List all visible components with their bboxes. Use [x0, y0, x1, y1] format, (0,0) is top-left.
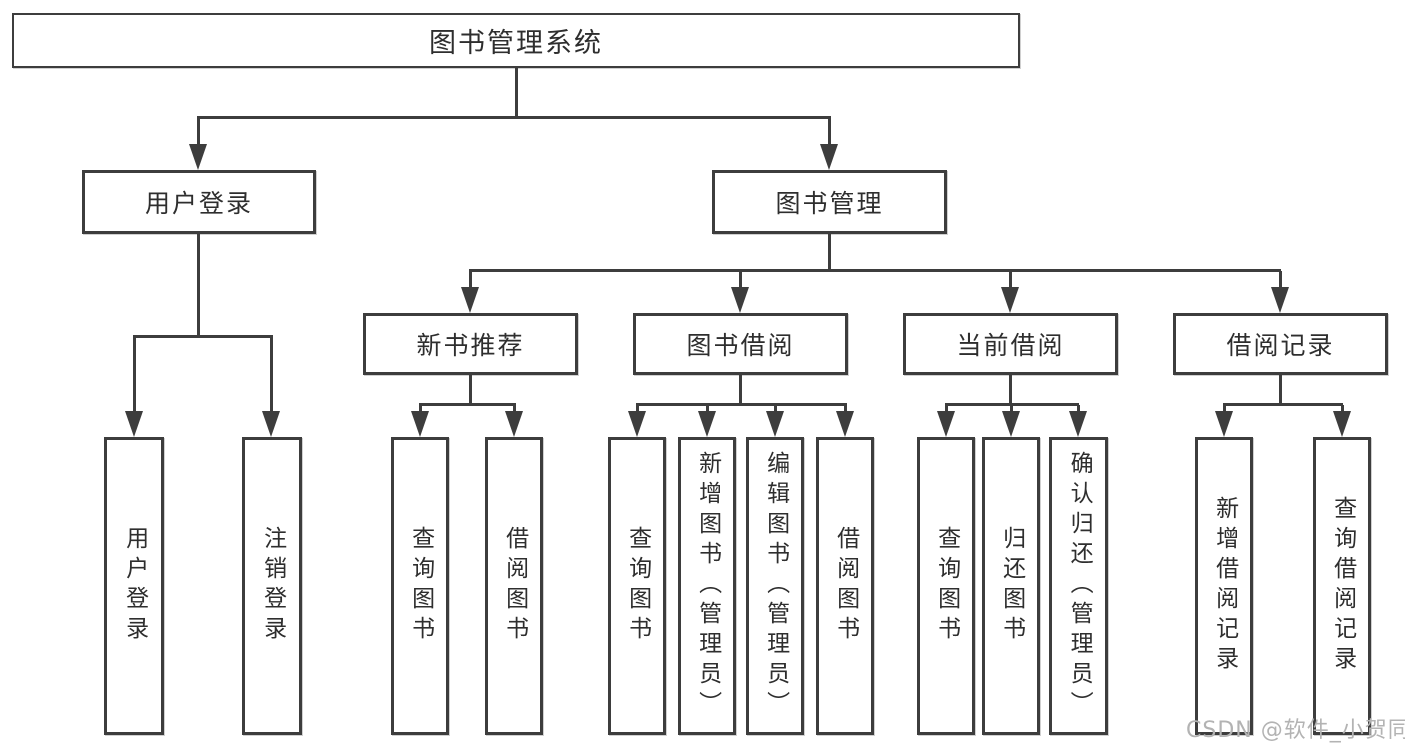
arrow-down-icon	[1215, 411, 1233, 437]
connector-current-hbar	[945, 403, 1079, 406]
arrow-down-icon	[125, 411, 143, 437]
connector-newbook-hbar	[419, 403, 516, 406]
node-book-management: 图书管理	[712, 170, 947, 234]
connector-borrow-drop	[774, 405, 777, 415]
arrow-down-icon	[1002, 411, 1020, 437]
connector-newbook-trunk	[469, 374, 472, 406]
connector-borrow-drop	[706, 405, 709, 415]
connector-login-trunk	[197, 233, 200, 337]
arrow-down-icon	[1069, 411, 1087, 437]
connector-mgmt-trunk	[828, 233, 831, 271]
arrow-down-icon	[262, 411, 280, 437]
leaf-user-login: 用户登录	[104, 437, 164, 735]
leaf-newbook-borrow: 借阅图书	[485, 437, 543, 735]
connector-records-hbar	[1223, 403, 1343, 406]
connector-mgmt-drop	[1009, 271, 1012, 289]
leaf-borrow-add-book: 新增图书（管理员）	[678, 437, 736, 735]
leaf-current-confirm-return-label: 确认归还（管理员）	[1066, 451, 1093, 721]
node-new-book-recommend-label: 新书推荐	[416, 331, 525, 360]
leaf-newbook-query: 查询图书	[391, 437, 449, 735]
leaf-newbook-query-label: 查询图书	[407, 526, 434, 646]
node-user-login-label: 用户登录	[144, 189, 253, 218]
leaf-logout: 注销登录	[242, 437, 302, 735]
leaf-borrow-query: 查询图书	[608, 437, 666, 735]
arrow-down-icon	[731, 287, 749, 313]
connector-root-hbar	[197, 116, 831, 119]
connector-login-hbar	[133, 335, 273, 338]
arrow-down-icon	[766, 411, 784, 437]
connector-root-right-drop	[828, 118, 831, 148]
arrow-down-icon	[1271, 287, 1289, 313]
connector-mgmt-drop	[739, 271, 742, 289]
leaf-current-query: 查询图书	[917, 437, 975, 735]
arrow-down-icon	[505, 411, 523, 437]
connector-mgmt-drop	[1279, 271, 1282, 289]
leaf-borrow-add-book-label: 新增图书（管理员）	[694, 451, 721, 721]
leaf-borrow-query-label: 查询图书	[624, 526, 651, 646]
leaf-user-login-label: 用户登录	[121, 526, 148, 646]
connector-borrow-drop	[844, 405, 847, 415]
node-borrow-records: 借阅记录	[1173, 313, 1388, 375]
node-root-label: 图书管理系统	[429, 28, 603, 59]
node-book-borrow-label: 图书借阅	[686, 331, 795, 360]
leaf-record-query: 查询借阅记录	[1313, 437, 1371, 735]
connector-current-drop	[1010, 405, 1013, 415]
leaf-newbook-borrow-label: 借阅图书	[501, 526, 528, 646]
leaf-current-confirm-return: 确认归还（管理员）	[1049, 437, 1108, 735]
leaf-record-add: 新增借阅记录	[1195, 437, 1253, 735]
arrow-down-icon	[461, 287, 479, 313]
leaf-current-query-label: 查询图书	[933, 526, 960, 646]
leaf-borrow-book: 借阅图书	[816, 437, 874, 735]
arrow-down-icon	[937, 411, 955, 437]
leaf-borrow-edit-book-label: 编辑图书（管理员）	[762, 451, 789, 721]
connector-borrow-hbar	[636, 403, 847, 406]
connector-current-trunk	[1009, 374, 1012, 406]
node-root: 图书管理系统	[12, 13, 1020, 68]
leaf-logout-label: 注销登录	[259, 526, 286, 646]
arrow-down-icon	[1333, 411, 1351, 437]
node-new-book-recommend: 新书推荐	[363, 313, 578, 375]
node-borrow-records-label: 借阅记录	[1226, 331, 1335, 360]
leaf-record-add-label: 新增借阅记录	[1211, 496, 1238, 676]
arrow-down-icon	[411, 411, 429, 437]
connector-records-drop	[1341, 405, 1344, 415]
leaf-record-query-label: 查询借阅记录	[1329, 496, 1356, 676]
connector-borrow-trunk	[739, 374, 742, 406]
arrow-down-icon	[836, 411, 854, 437]
arrow-down-icon	[820, 144, 838, 170]
connector-current-drop	[1077, 405, 1080, 415]
csdn-watermark: CSDN @软件_小贺同学	[1186, 718, 1405, 743]
connector-borrow-drop	[636, 405, 639, 415]
leaf-current-return-label: 归还图书	[998, 526, 1025, 646]
connector-root-trunk	[515, 66, 518, 118]
connector-newbook-drop	[419, 405, 422, 415]
connector-login-drop	[270, 337, 273, 413]
node-book-management-label: 图书管理	[775, 189, 884, 218]
node-user-login: 用户登录	[82, 170, 316, 234]
leaf-current-return: 归还图书	[982, 437, 1040, 735]
arrow-down-icon	[628, 411, 646, 437]
node-current-borrow: 当前借阅	[903, 313, 1118, 375]
arrow-down-icon	[1001, 287, 1019, 313]
arrow-down-icon	[189, 144, 207, 170]
arrow-down-icon	[698, 411, 716, 437]
connector-records-trunk	[1279, 374, 1282, 406]
connector-records-drop	[1223, 405, 1226, 415]
connector-mgmt-drop	[469, 271, 472, 289]
leaf-borrow-book-label: 借阅图书	[832, 526, 859, 646]
leaf-borrow-edit-book: 编辑图书（管理员）	[746, 437, 804, 735]
connector-mgmt-hbar	[469, 269, 1281, 272]
node-book-borrow: 图书借阅	[633, 313, 848, 375]
connector-login-drop	[133, 337, 136, 413]
connector-newbook-drop	[513, 405, 516, 415]
node-current-borrow-label: 当前借阅	[956, 331, 1065, 360]
connector-current-drop	[945, 405, 948, 415]
connector-root-left-drop	[197, 118, 200, 148]
